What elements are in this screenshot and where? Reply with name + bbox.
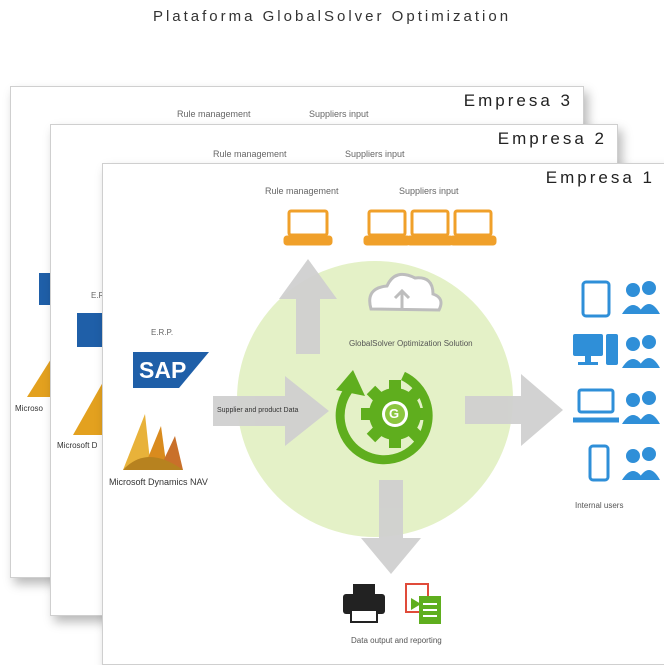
globalsolver-gear-icon xyxy=(335,370,433,465)
rule-management-label: Rule management xyxy=(177,109,251,119)
users-group-icon xyxy=(622,335,660,368)
users-group-icon xyxy=(622,447,660,480)
dynamics-logo-text: Microsoft Dynamics NAV xyxy=(109,477,208,487)
solution-label: GlobalSolver Optimization Solution xyxy=(349,339,473,348)
sheet-label-empresa-2: Empresa 2 xyxy=(497,129,607,148)
sap-logo-partial xyxy=(39,273,53,305)
sap-logo xyxy=(133,352,209,388)
tablet-icon xyxy=(581,280,611,318)
data-output-label: Data output and reporting xyxy=(351,636,442,645)
sheet-empresa-1: Empresa 1 xyxy=(102,163,664,665)
rule-management-label: Rule management xyxy=(213,149,287,159)
arrow-out-to-users xyxy=(465,374,563,446)
erp-label: E.R.P. xyxy=(151,328,174,337)
desktop-icon xyxy=(573,334,618,365)
sheet-label-empresa-1: Empresa 1 xyxy=(545,168,655,187)
page-title: Plataforma GlobalSolver Optimization xyxy=(152,8,512,25)
users-group-icon xyxy=(622,391,660,424)
sap-logo-text: SAP xyxy=(139,357,187,383)
dynamics-logo-partial xyxy=(73,375,107,435)
arrow-in-from-erp xyxy=(213,376,329,446)
rule-management-monitor-icon xyxy=(283,209,333,246)
dynamics-logo-partial xyxy=(27,359,51,397)
rule-management-label: Rule management xyxy=(265,186,339,196)
erp-label-partial: E.R xyxy=(91,291,105,300)
sap-logo-partial xyxy=(77,313,105,347)
suppliers-input-label: Suppliers input xyxy=(345,149,405,159)
arrow-up-to-rule-management xyxy=(279,259,337,354)
microsoft-dynamics-logo xyxy=(123,414,183,470)
cloud-upload-icon xyxy=(368,272,443,312)
users-group-icon xyxy=(622,281,660,314)
report-spreadsheet-icon xyxy=(405,583,441,624)
diagram-graphics xyxy=(123,209,660,624)
dynamics-label-partial: Microsoft D xyxy=(57,441,98,450)
dynamics-label-partial: Microso xyxy=(15,404,44,413)
suppliers-input-label: Suppliers input xyxy=(309,109,369,119)
printer-icon xyxy=(343,584,385,623)
smartphone-icon xyxy=(588,444,610,482)
internal-users-label: Internal users xyxy=(575,501,624,510)
suppliers-monitors-icon xyxy=(363,209,497,246)
laptop-icon xyxy=(573,388,619,423)
gear-letter: G xyxy=(389,406,400,421)
supplier-product-data-label: Supplier and product Data xyxy=(217,407,299,414)
arrow-down-to-output xyxy=(361,480,421,574)
suppliers-input-label: Suppliers input xyxy=(399,186,459,196)
sheet-label-empresa-3: Empresa 3 xyxy=(463,91,573,110)
